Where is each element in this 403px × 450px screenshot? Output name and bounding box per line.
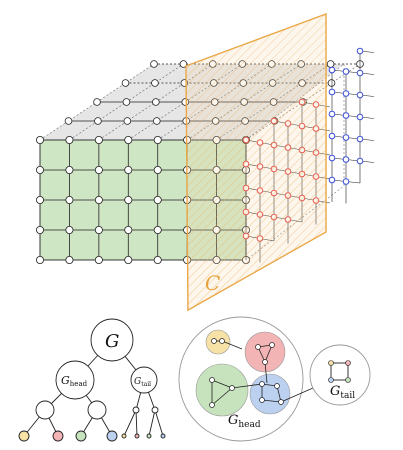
tail-cluster: Gtail [309, 344, 371, 406]
tree-nodes: G Ghead Gtail [18, 318, 166, 442]
tree-node [132, 406, 140, 414]
tree-node [87, 400, 107, 420]
cut-plane-label: C [205, 271, 220, 295]
tree-leaf-yellow [18, 430, 30, 442]
head-cluster: Ghead [178, 316, 330, 442]
tree-leaf [160, 433, 166, 439]
tail-cluster-label: Gtail [330, 384, 355, 401]
tree-leaf-green [75, 430, 87, 442]
tree-tail-node [130, 366, 158, 394]
tree-tail-label: Gtail [134, 377, 151, 388]
tree-leaf [134, 433, 140, 439]
tail-cluster-outline [309, 344, 371, 406]
cut-plane-surface [185, 12, 327, 312]
tree-head-label: Ghead [61, 374, 88, 388]
cut-plane-tint [186, 14, 326, 310]
cluster-yellow [205, 329, 231, 355]
hex-lattice-blue [328, 47, 375, 204]
cluster-green [195, 363, 249, 417]
tree-leaf-red [52, 430, 64, 442]
tail-square [330, 362, 349, 381]
cluster-red [244, 331, 286, 373]
head-cluster-label: Ghead [228, 413, 261, 430]
tree-node [151, 406, 159, 414]
tree-root-node [90, 318, 134, 362]
tree-leaf [121, 433, 127, 439]
tree-node [35, 400, 55, 420]
cluster-blue [249, 373, 291, 415]
cut-plane: C [185, 12, 327, 312]
tree-leaf-blue [106, 430, 118, 442]
tree-root-label: G [105, 331, 119, 352]
tree-leaf [146, 433, 152, 439]
tree-head-node [55, 360, 95, 400]
